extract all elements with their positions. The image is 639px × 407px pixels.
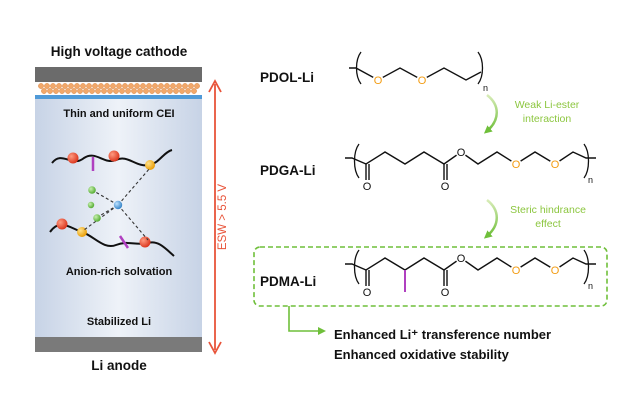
ester-oxygen: O (457, 253, 466, 265)
transition-2: Steric hindrance effect (483, 199, 586, 239)
carbonyl-oxygen: O (363, 287, 372, 299)
repeat-subscript: n (588, 175, 593, 185)
oxygen-atom: O (512, 265, 521, 277)
esw-label: ESW > 5.5 V (217, 184, 229, 250)
cathode-label: High voltage cathode (51, 44, 188, 59)
stabilized-label: Stabilized Li (87, 316, 151, 328)
repeat-subscript: n (588, 281, 593, 291)
carbonyl-oxygen: O (441, 287, 450, 299)
ester-oxygen: O (457, 147, 466, 159)
electrolyte (35, 99, 202, 337)
cei-label: Thin and uniform CEI (63, 108, 174, 120)
polymer-name-pdol: PDOL-Li (260, 70, 314, 85)
transition-1-line2: interaction (523, 113, 572, 125)
oxygen-atom: O (551, 159, 560, 171)
polymer-name-pdma: PDMA-Li (260, 274, 316, 289)
outcomes: Enhanced Li⁺ transference number Enhance… (288, 306, 551, 362)
anode-plate (35, 337, 202, 352)
transition-1: Weak Li-ester interaction (483, 94, 580, 134)
pdma-highlight-box (253, 246, 608, 307)
cei-particles (38, 83, 200, 94)
transition-1-line1: Weak Li-ester (515, 99, 580, 111)
polymer-name-pdga: PDGA-Li (260, 163, 316, 178)
esw-double-arrow (208, 79, 222, 355)
cathode-plate (35, 67, 202, 82)
oxygen-atom: O (551, 265, 560, 277)
polymer-pdga: PDGA-Li O O O O O n (260, 143, 596, 193)
carbonyl-oxygen: O (441, 181, 450, 193)
transition-2-line1: Steric hindrance (510, 204, 586, 216)
anode-label: Li anode (91, 358, 147, 373)
pdma-structure: O O O O O n (345, 249, 596, 299)
outcome-line-1: Enhanced Li⁺ transference number (334, 327, 551, 342)
oxygen-atom: O (512, 159, 521, 171)
pdol-structure: O O n (349, 51, 488, 93)
battery-cell: High voltage cathode Thin and uniform CE… (35, 44, 229, 373)
carbonyl-oxygen: O (363, 181, 372, 193)
outcome-arrow (288, 306, 326, 335)
pdga-structure: O O O O O n (345, 143, 596, 193)
oxygen-atom: O (418, 75, 427, 87)
transition-2-line2: effect (535, 218, 561, 230)
cei-layer (35, 95, 202, 99)
solvation-label: Anion-rich solvation (66, 266, 173, 278)
oxygen-atom: O (374, 75, 383, 87)
polymer-pdol: PDOL-Li O O n (260, 51, 488, 93)
solvation-illustration (49, 149, 175, 257)
repeat-subscript: n (483, 83, 488, 93)
outcome-line-2: Enhanced oxidative stability (334, 347, 510, 362)
polymer-pdma: PDMA-Li O O O O O n (253, 246, 608, 307)
